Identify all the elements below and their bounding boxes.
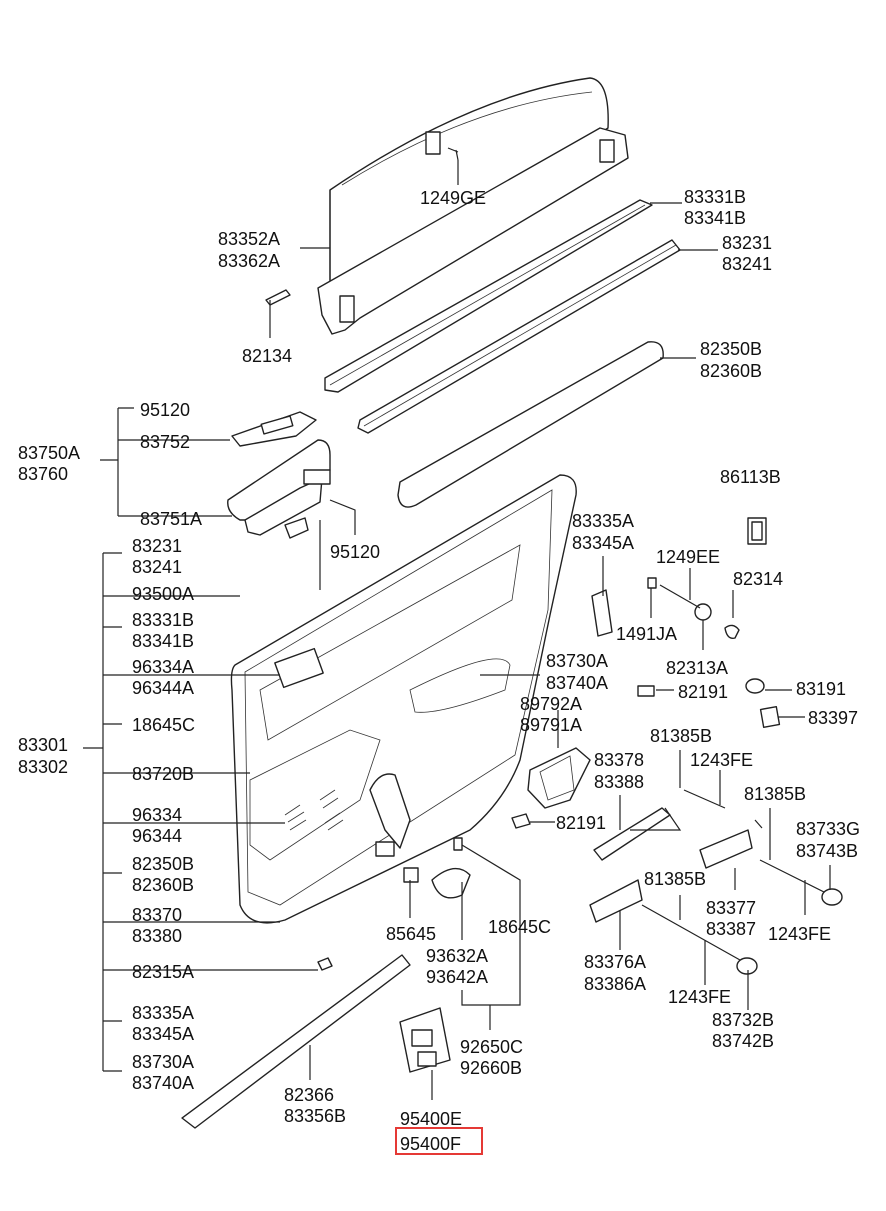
part-label-83743b: 83743B (796, 841, 858, 861)
part-label-83241-b: 83241 (132, 557, 182, 577)
part-label-83302: 83302 (18, 757, 68, 777)
part-label-83341b: 83341B (684, 208, 746, 228)
part-label-83331b: 83331B (684, 187, 746, 207)
part-label-83760: 83760 (18, 464, 68, 484)
part-label-93642a: 93642A (426, 967, 488, 987)
part-label-86113b: 86113B (720, 467, 781, 487)
part-label-96344: 96344 (132, 826, 182, 846)
lower-weatherstrip (181, 954, 411, 1129)
part-label-96344a: 96344A (132, 678, 194, 698)
part-label-82350b: 82350B (700, 339, 762, 359)
part-label-83720b: 83720B (132, 764, 194, 784)
part-label-83378: 83378 (594, 750, 644, 770)
part-label-83352a: 83352A (218, 229, 280, 249)
part-label-83376a: 83376A (584, 952, 646, 972)
part-label-96334: 96334 (132, 805, 182, 825)
part-label-83370: 83370 (132, 905, 182, 925)
part-label-82360b: 82360B (700, 361, 762, 381)
part-label-83397: 83397 (808, 708, 858, 728)
part-label-83231-b: 83231 (132, 536, 182, 556)
part-label-93500a: 93500A (132, 584, 194, 604)
part-label-1243fe-a: 1243FE (690, 750, 753, 770)
part-label-18645c-a: 18645C (132, 715, 195, 735)
part-label-81385b-a: 81385B (650, 726, 712, 746)
part-label-83733g: 83733G (796, 819, 860, 839)
part-label-81385b-c: 81385B (644, 869, 706, 889)
door-trim-panel (230, 474, 577, 924)
part-label-92660b: 92660B (460, 1058, 522, 1078)
part-drawings (181, 77, 843, 1129)
part-label-95120-top: 95120 (140, 400, 190, 420)
part-label-82360b-b: 82360B (132, 875, 194, 895)
part-label-1249ge: 1249GE (420, 188, 486, 208)
part-label-83335a-b: 83335A (132, 1003, 194, 1023)
part-label-83740a-b: 83740A (132, 1073, 194, 1093)
part-label-83750a: 83750A (18, 443, 80, 463)
part-label-82134: 82134 (242, 346, 292, 366)
part-label-89791a: 89791A (520, 715, 582, 735)
part-label-1243fe-c: 1243FE (668, 987, 731, 1007)
pull-handle (369, 773, 411, 849)
latch-actuator (527, 747, 591, 809)
part-label-1243fe-b: 1243FE (768, 924, 831, 944)
part-label-83356b: 83356B (284, 1106, 346, 1126)
part-label-89792a: 89792A (520, 694, 582, 714)
part-label-95400f: 95400F (400, 1134, 461, 1154)
part-label-83345a-b: 83345A (132, 1024, 194, 1044)
part-label-83335a-top: 83335A (572, 511, 634, 531)
leader-lines (83, 160, 831, 1100)
part-label-83386a: 83386A (584, 974, 646, 994)
part-label-82315a: 82315A (132, 962, 194, 982)
part-label-83331b-b: 83331B (132, 610, 194, 630)
part-label-82191-a: 82191 (678, 682, 728, 702)
part-label-82350b-b: 82350B (132, 854, 194, 874)
part-label-83241: 83241 (722, 254, 772, 274)
part-label-96334a: 96334A (132, 657, 194, 677)
part-label-95400e: 95400E (400, 1109, 462, 1129)
part-label-83751a: 83751A (140, 509, 202, 529)
part-label-83740a: 83740A (546, 673, 608, 693)
part-label-83732b: 83732B (712, 1010, 774, 1030)
part-label-83362a: 83362A (218, 251, 280, 271)
part-label-1249ee: 1249EE (656, 547, 720, 567)
part-label-82314: 82314 (733, 569, 783, 589)
part-label-82313a: 82313A (666, 658, 728, 678)
part-label-83742b: 83742B (712, 1031, 774, 1051)
part-label-83752: 83752 (140, 432, 190, 452)
part-label-92650c: 92650C (460, 1037, 523, 1057)
part-label-82191-b: 82191 (556, 813, 606, 833)
part-label-83301: 83301 (18, 735, 68, 755)
part-label-1491ja: 1491JA (616, 624, 677, 644)
part-label-81385b-b: 81385B (744, 784, 806, 804)
part-label-18645c-b: 18645C (488, 917, 551, 937)
part-label-82366: 82366 (284, 1085, 334, 1105)
part-label-83231: 83231 (722, 233, 772, 253)
part-label-83191: 83191 (796, 679, 846, 699)
part-label-83345a-top: 83345A (572, 533, 634, 553)
part-label-83387: 83387 (706, 919, 756, 939)
glass-channel (317, 127, 629, 335)
part-label-83730a-b: 83730A (132, 1052, 194, 1072)
garnish-strip (397, 341, 664, 508)
part-label-93632a: 93632A (426, 946, 488, 966)
part-label-83380: 83380 (132, 926, 182, 946)
part-label-83388: 83388 (594, 772, 644, 792)
part-label-83341b-b: 83341B (132, 631, 194, 651)
part-label-83377: 83377 (706, 898, 756, 918)
part-label-83730a: 83730A (546, 651, 608, 671)
clip-82134 (265, 289, 291, 306)
highlight-box (395, 1127, 483, 1155)
part-label-85645: 85645 (386, 924, 436, 944)
part-label-95120-mid: 95120 (330, 542, 380, 562)
